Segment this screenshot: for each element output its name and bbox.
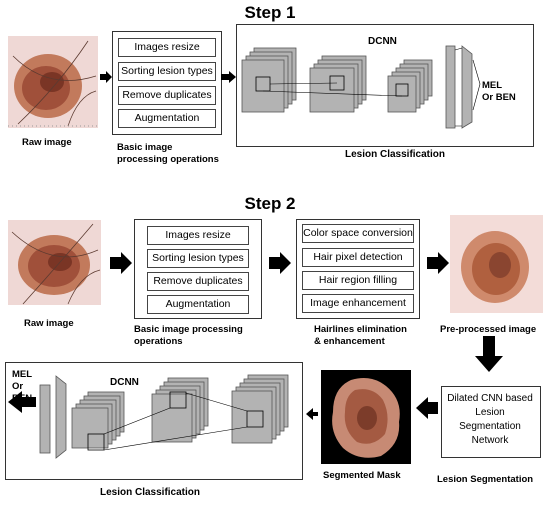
op-images-resize-2: Images resize: [147, 226, 249, 245]
op-augmentation-1: Augmentation: [118, 109, 216, 128]
arrow-preprocess-to-network-1: [221, 71, 236, 83]
op-hair-region-filling: Hair region filling: [302, 271, 414, 290]
op-sorting-lesion-types-2: Sorting lesion types: [147, 249, 249, 268]
hair-caption: Hairlines elimination & enhancement: [314, 324, 407, 347]
raw-image-2: [8, 220, 101, 305]
arrow-raw-to-preprocess-1: [100, 71, 112, 83]
raw-image-2-picture: [8, 220, 101, 305]
preprocess-caption-1: Basic image processing operations: [117, 142, 219, 165]
raw-image-2-caption: Raw image: [24, 318, 74, 329]
network-box-2: [5, 362, 303, 480]
op-augmentation-2: Augmentation: [147, 295, 249, 314]
arrow-mask-to-network: [306, 408, 318, 420]
raw-image-1-caption: Raw image: [22, 137, 72, 148]
op-image-enhancement: Image enhancement: [302, 294, 414, 313]
preprocessed-caption: Pre-processed image: [440, 324, 537, 335]
preprocessed-image-picture: [450, 215, 543, 313]
raw-image-1-picture: [8, 36, 98, 128]
op-images-resize-1: Images resize: [118, 38, 216, 57]
mask-caption: Segmented Mask: [323, 470, 401, 481]
op-sorting-lesion-types-1: Sorting lesion types: [118, 62, 216, 81]
segmentation-caption: Lesion Segmentation: [437, 474, 534, 485]
op-color-space-conversion: Color space conversion: [302, 224, 414, 243]
arrow-preprocess-to-hair: [269, 252, 291, 274]
arrow-raw-to-preprocess-2: [110, 252, 132, 274]
output-label-1: MEL Or BEN: [482, 80, 516, 103]
segmentation-box-text: Dilated CNN based Lesion Segmentation Ne…: [447, 393, 533, 446]
preprocessed-image: [450, 215, 543, 313]
segmented-mask: [321, 370, 411, 464]
arrow-segmentation-to-mask: [416, 397, 438, 419]
preprocess-caption-2: Basic image processing operations: [134, 324, 243, 347]
dcnn-label-2: DCNN: [110, 377, 139, 388]
step2-title: Step 2: [244, 194, 296, 213]
segmented-mask-picture: [321, 370, 411, 464]
arrow-hair-to-preprocessed: [427, 252, 449, 274]
segmentation-box: [441, 386, 541, 458]
arrow-preprocessed-to-segmentation: [475, 336, 503, 372]
classification-caption-2: Lesion Classification: [99, 487, 201, 498]
op-remove-duplicates-2: Remove duplicates: [147, 272, 249, 291]
op-hair-pixel-detection: Hair pixel detection: [302, 248, 414, 267]
raw-image-1: [8, 36, 98, 128]
dcnn-label-1: DCNN: [368, 36, 397, 47]
step1-title: Step 1: [244, 3, 296, 22]
op-remove-duplicates-1: Remove duplicates: [118, 86, 216, 105]
output-label-2: MEL Or BEN: [12, 369, 33, 404]
classification-caption-1: Lesion Classification: [344, 149, 446, 160]
